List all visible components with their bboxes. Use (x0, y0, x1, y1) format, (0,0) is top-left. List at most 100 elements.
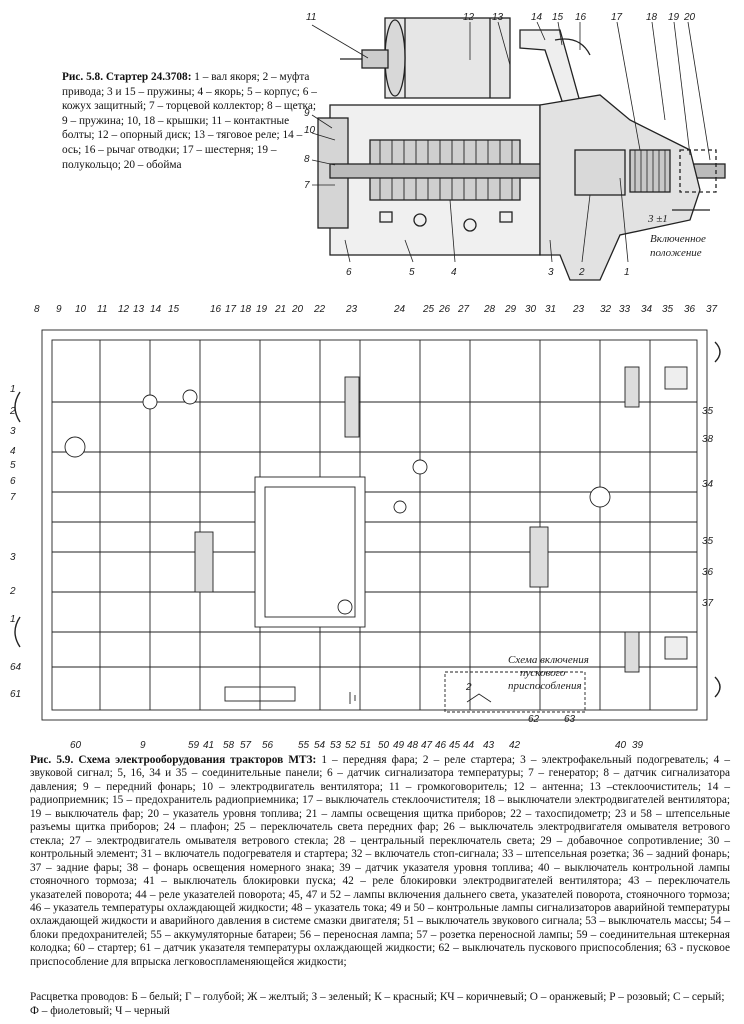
schem-left-1: 1 (10, 384, 16, 395)
schem-right-34: 34 (702, 479, 714, 490)
schem-bot-49: 49 (393, 740, 405, 751)
starter-label-10: 10 (304, 125, 316, 136)
schem-bot-42: 42 (509, 740, 521, 751)
starter-dimension: 3 ±1 (647, 213, 668, 225)
starter-label-9: 9 (304, 108, 310, 119)
schem-top-27: 27 (457, 304, 470, 315)
schem-top-32: 32 (600, 304, 612, 315)
starter-label-12: 12 (463, 12, 475, 23)
schem-top-25: 25 (422, 304, 435, 315)
schem-right-38: 38 (702, 434, 714, 445)
starter-label-6: 6 (346, 267, 352, 278)
schem-bot-45: 45 (449, 740, 461, 751)
wire-color-legend: Расцветка проводов: Б – белый; Г – голуб… (30, 991, 725, 1017)
figure-5-9-legend: 1 – передняя фара; 2 – реле стартера; 3 … (30, 754, 731, 968)
starter-label-7: 7 (304, 180, 310, 191)
schem-bot-40: 40 (615, 740, 627, 751)
schem-top-8: 8 (34, 304, 40, 315)
schem-left-2: 2 (9, 406, 16, 417)
starter-label-4: 4 (451, 267, 457, 278)
wiring-schematic: 8 9 10 11 12 13 14 15 16 17 18 19 21 20 … (9, 304, 721, 751)
schem-top-19: 19 (256, 304, 268, 315)
schem-left-4: 4 (10, 446, 16, 457)
starter-label-20: 20 (683, 12, 696, 23)
starter-label-2: 2 (578, 267, 585, 278)
schem-right-36: 36 (702, 567, 714, 578)
starter-label-18: 18 (646, 12, 658, 23)
schem-top-22: 22 (313, 304, 326, 315)
schem-bot-53: 53 (330, 740, 342, 751)
schem-top-33: 33 (619, 304, 631, 315)
engaged-label-1: Включенное (650, 233, 706, 245)
schem-bot-9: 9 (140, 740, 146, 751)
inset-num-62: 62 (528, 714, 540, 725)
schem-top-31: 31 (545, 304, 556, 315)
schem-top-17: 17 (225, 304, 237, 315)
starter-label-11: 11 (306, 12, 316, 23)
schem-top-9: 9 (56, 304, 62, 315)
schem-bot-51: 51 (360, 740, 371, 751)
schem-top-37: 37 (706, 304, 718, 315)
schem-bot-47: 47 (421, 740, 433, 751)
schem-right-37: 37 (702, 598, 714, 609)
inset-label-2: пускового (520, 667, 566, 679)
schem-bot-57: 57 (240, 740, 252, 751)
schem-top-11: 11 (97, 304, 107, 315)
schem-top-24: 24 (393, 304, 406, 315)
schem-top-28: 28 (483, 304, 496, 315)
figure-5-8-title: Рис. 5.8. Стартер 24.3708: (62, 71, 192, 83)
schem-bot-41: 41 (203, 740, 214, 751)
schem-top-30: 30 (525, 304, 537, 315)
schem-top-36: 36 (684, 304, 696, 315)
schem-right-35: 35 (702, 406, 714, 417)
starter-label-8: 8 (304, 154, 310, 165)
schem-bot-43: 43 (483, 740, 495, 751)
starter-drawing: 11 12 13 14 15 16 17 18 19 20 9 10 8 7 6… (304, 12, 726, 281)
schem-top-14: 14 (150, 304, 162, 315)
schem-top-18: 18 (240, 304, 252, 315)
schem-top-16: 16 (210, 304, 222, 315)
schem-left-5: 5 (10, 460, 16, 471)
schem-top-20: 20 (291, 304, 304, 315)
schem-top-15: 15 (168, 304, 180, 315)
starter-label-15: 15 (552, 12, 564, 23)
schem-bot-56: 56 (262, 740, 274, 751)
schem-top-34: 34 (641, 304, 653, 315)
schem-right-35b: 35 (702, 536, 714, 547)
schem-bot-50: 50 (378, 740, 390, 751)
schem-left-60: 60 (70, 740, 82, 751)
schem-top-23b: 23 (572, 304, 585, 315)
schem-bot-54: 54 (314, 740, 326, 751)
starter-label-13: 13 (492, 12, 504, 23)
schem-left-6: 6 (10, 476, 16, 487)
starter-label-5: 5 (409, 267, 415, 278)
schem-top-26: 26 (438, 304, 451, 315)
schem-left-3b: 3 (10, 552, 16, 563)
schem-top-35: 35 (662, 304, 674, 315)
inset-num-63: 63 (564, 714, 576, 725)
starter-label-17: 17 (611, 12, 623, 23)
schem-top-13: 13 (133, 304, 145, 315)
schem-top-10: 10 (75, 304, 87, 315)
figure-5-8-caption: Рис. 5.8. Стартер 24.3708: 1 – вал якоря… (62, 70, 324, 172)
schem-bot-55: 55 (298, 740, 310, 751)
schem-top-23: 23 (345, 304, 358, 315)
starter-label-1: 1 (624, 267, 630, 278)
schem-top-29: 29 (504, 304, 517, 315)
inset-num-2: 2 (465, 682, 472, 693)
schem-bot-39: 39 (632, 740, 644, 751)
schem-top-12: 12 (118, 304, 130, 315)
figure-5-8-legend: 1 – вал якоря; 2 – муфта привода; 3 и 15… (62, 71, 317, 171)
schem-left-2b: 2 (9, 586, 16, 597)
figure-5-9-title: Рис. 5.9. Схема электрооборудования трак… (30, 754, 317, 766)
schem-top-21: 21 (274, 304, 286, 315)
starter-label-16: 16 (575, 12, 587, 23)
engaged-label-2: положение (650, 247, 702, 259)
schem-left-61: 61 (10, 689, 21, 700)
schem-left-7: 7 (10, 492, 16, 503)
schem-bot-52: 52 (345, 740, 357, 751)
schem-bot-59: 59 (188, 740, 200, 751)
starter-label-3: 3 (548, 267, 554, 278)
schem-bot-58: 58 (223, 740, 235, 751)
starter-label-14: 14 (531, 12, 543, 23)
